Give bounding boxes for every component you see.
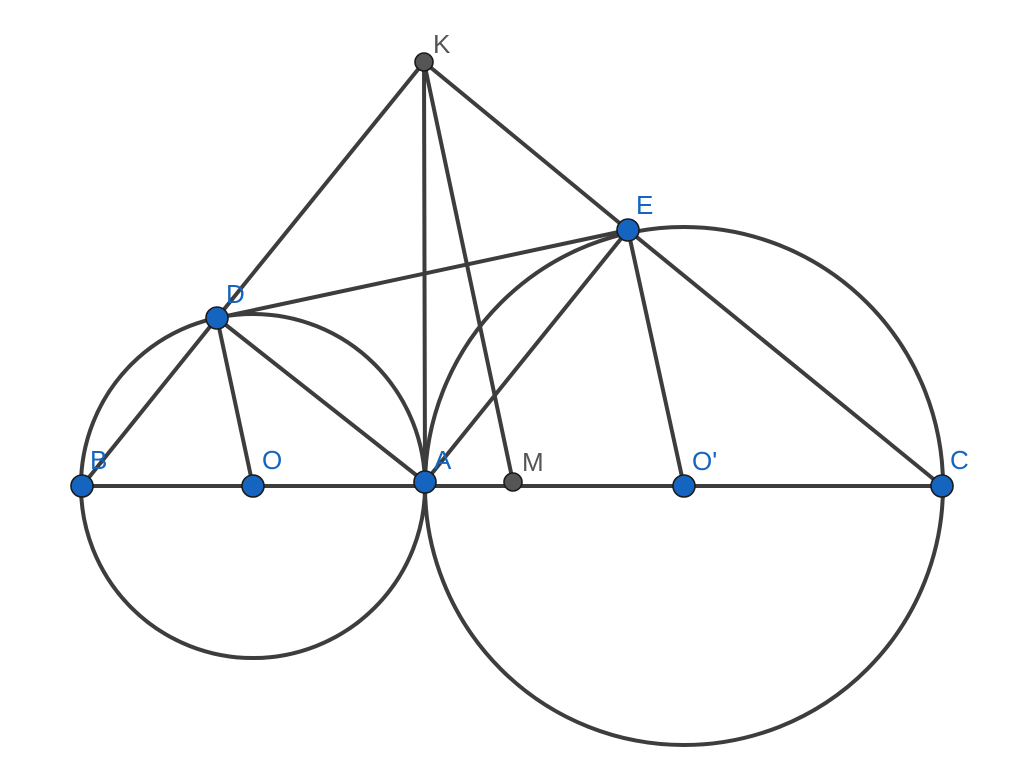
point-labels: K E D B O A M O' C (90, 29, 969, 477)
point-c[interactable] (930, 474, 954, 498)
label-b: B (90, 445, 107, 475)
label-o: O (262, 445, 282, 475)
segment-d-o (215, 316, 255, 488)
point-m[interactable] (503, 472, 523, 492)
point-b[interactable] (70, 474, 94, 498)
label-m: M (522, 447, 544, 477)
point-o2[interactable] (672, 474, 696, 498)
point-e[interactable] (616, 218, 640, 242)
segment-d-e (215, 228, 630, 320)
label-o2: O' (692, 446, 717, 476)
segment-e-c (626, 228, 944, 488)
point-a[interactable] (413, 470, 437, 494)
label-a: A (434, 445, 452, 475)
point-k[interactable] (414, 52, 434, 72)
segment-k-m (422, 60, 515, 484)
segment-e-a (423, 228, 630, 484)
label-e: E (636, 190, 653, 220)
segment-d-b (80, 316, 219, 488)
points (70, 52, 954, 498)
segment-e-o2 (626, 228, 686, 488)
segment-k-e (422, 60, 630, 232)
label-c: C (950, 445, 969, 475)
segments (80, 60, 944, 488)
point-o[interactable] (241, 474, 265, 498)
segment-k-d (215, 60, 426, 320)
label-k: K (433, 29, 451, 59)
point-d[interactable] (205, 306, 229, 330)
segment-d-a (215, 316, 427, 484)
label-d: D (226, 279, 245, 309)
